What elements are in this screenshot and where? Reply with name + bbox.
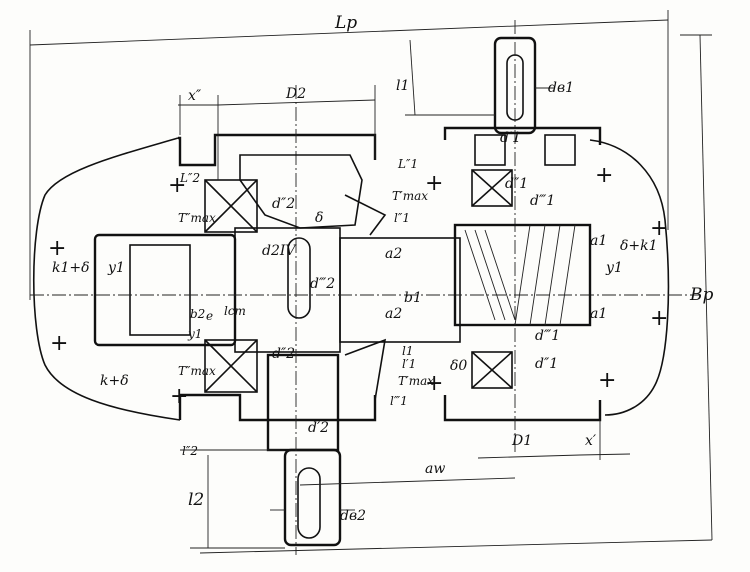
label-t2max-bottom: T″max [178,364,216,378]
label-d2-dprime-top: d″2 [272,196,295,212]
label-l1: l1 [396,78,409,94]
mark-plus: + [48,236,66,261]
label-e: e [206,309,213,323]
label-t2max-top: T″max [178,211,216,225]
label-d1-tprime-bottom: d‴1 [535,328,560,344]
label-bp: Bp [689,285,713,305]
label-d1-prime: d′1 [500,130,521,146]
label-lcm: lcm [224,304,246,318]
label-l1-tprime: l‴1 [390,394,408,408]
input-shaft-vertical [493,20,537,455]
label-b2: b2 [190,307,205,321]
label-l2-dprime: l″2 [182,444,198,458]
mark-plus: + [168,173,186,198]
worm-gear [453,223,592,327]
mark-plus: + [425,171,443,196]
label-l1-dprime-mid: l″1 [394,211,410,225]
dimension-lines [29,10,713,554]
label-d1-diameter: D1 [511,433,532,449]
label-delta-k1: δ+k1 [620,238,658,254]
label-d2-dprime-mid: d″2 [272,346,295,362]
label-delta0: δ0 [450,358,467,374]
label-delta: δ [315,210,323,226]
mark-plus: + [425,371,443,396]
label-a1-top: a1 [590,233,607,249]
mark-plus: + [595,163,613,188]
label-d2-iv: d2IV [262,243,297,259]
mark-plus: + [170,384,188,409]
dimension-labels: Lp Bp x″ D2 l1 dв1 d′1 L″2 L″1 T′max d″1… [52,13,713,524]
label-d1-tprime-top: d‴1 [530,193,555,209]
label-t1max: T′max [392,189,428,203]
label-d2-prime: d′2 [308,420,329,436]
label-y1-left: y1 [107,260,125,276]
output-shaft-vertical [266,85,342,555]
label-db1: dв1 [548,80,574,96]
label-y1-right: y1 [605,260,623,276]
label-l1-bottom: l1 [402,344,413,358]
label-d2-tprime: d‴2 [310,276,335,292]
label-db2: dв2 [340,508,366,524]
bevel-gear [239,154,387,401]
label-b1: b1 [404,290,422,306]
housing-outline [32,126,670,422]
mark-plus: + [650,306,668,331]
mark-plus: + [650,216,668,241]
label-a2-bottom: a2 [385,306,402,322]
label-l1-prime-bottom: l′1 [402,357,416,371]
label-x2: x″ [188,88,202,104]
label-d2-diameter: D2 [285,86,306,102]
label-y1-bottom: y1 [187,327,202,341]
label-l1-dprime: L″1 [397,157,418,171]
label-k1-delta: k1+δ [52,260,90,276]
label-l2: l2 [188,490,204,510]
label-d1-dprime-top: d″1 [505,176,528,192]
mark-plus: + [50,331,68,356]
label-lp: Lp [334,13,357,33]
label-t1max-bottom: T′max [398,374,434,388]
bearings [204,134,576,393]
label-aw: aw [425,461,445,477]
label-l2-dprime: L″2 [179,171,200,185]
label-d1-dprime-bottom: d″1 [535,356,558,372]
slow-shaft [30,227,700,353]
mounting-marks: + + + + + + + + + + [48,163,668,409]
label-x-prime: x′ [585,433,597,449]
mark-plus: + [598,368,616,393]
label-a2-top: a2 [385,246,402,262]
label-k-delta: k+δ [100,373,129,389]
label-a1-bottom: a1 [590,306,607,322]
